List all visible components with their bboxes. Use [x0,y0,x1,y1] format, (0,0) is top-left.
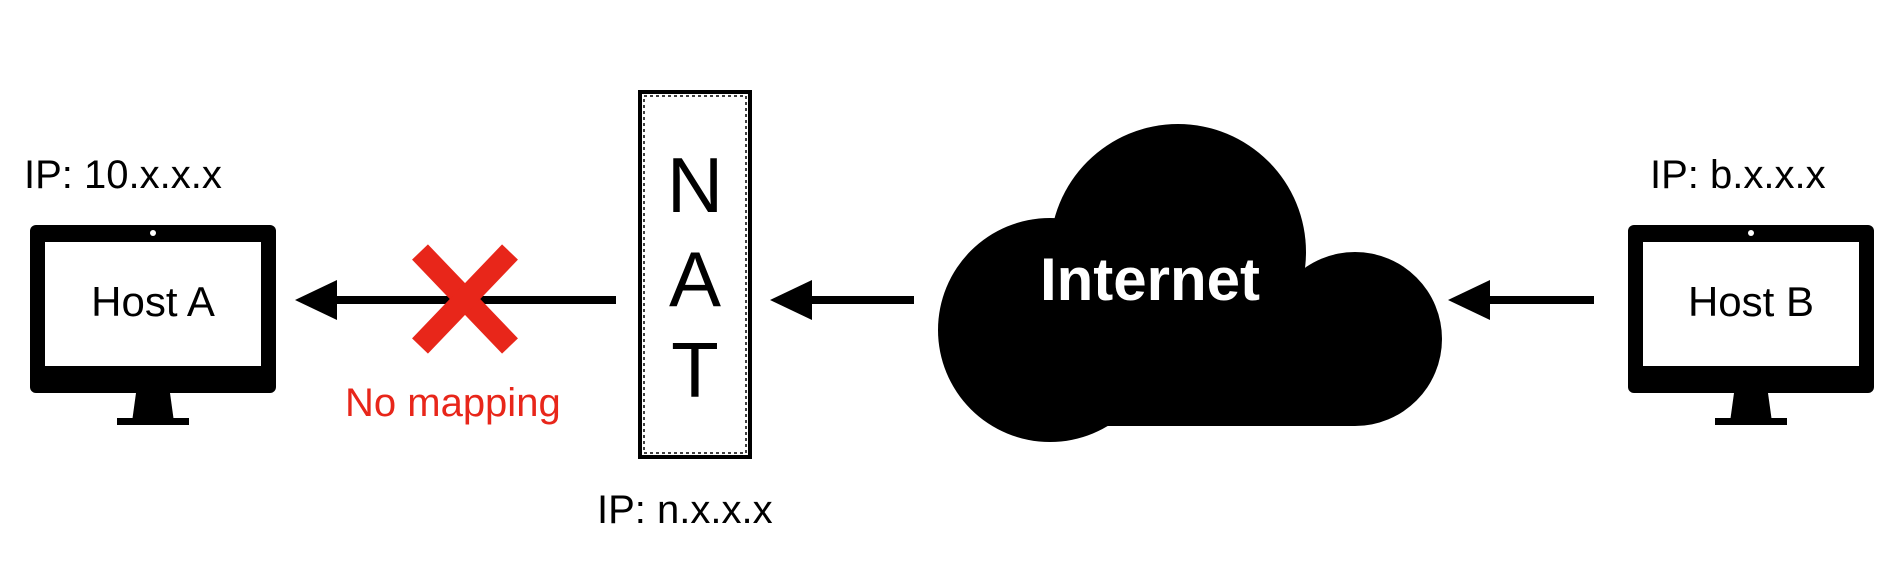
blocked-x-icon [412,244,518,354]
arrow-internet-to-nat [770,280,914,320]
nat-ip: IP: n.x.x.x [597,488,773,532]
host-b-ip: IP: b.x.x.x [1650,153,1826,197]
nat-letter-a: A [669,235,721,323]
host-b-label: Host B [1688,278,1814,325]
nat-letter-n: N [667,141,723,229]
host-a-computer-icon [30,225,276,425]
nat-box [638,90,752,459]
host-a-ip: IP: 10.x.x.x [24,153,222,197]
nat-letter-t: T [671,326,719,414]
internet-cloud-icon [938,124,1442,442]
internet-label: Internet [1040,246,1260,313]
host-a-label: Host A [91,278,215,325]
arrow-host-b-to-internet [1448,280,1594,320]
no-mapping-label: No mapping [345,381,561,425]
host-b-computer-icon [1628,225,1874,425]
